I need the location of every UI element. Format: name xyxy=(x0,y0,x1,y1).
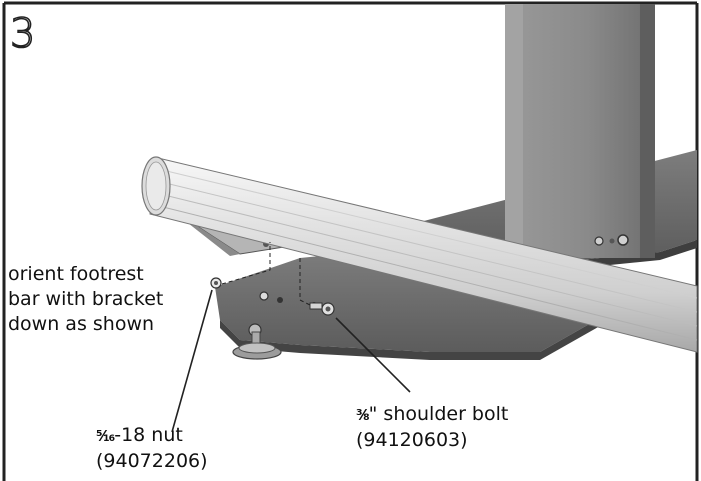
assembly-dashed-lines xyxy=(221,242,311,306)
callout-nut-part-number: (94072206) xyxy=(96,450,208,472)
footrest-bar xyxy=(141,156,698,353)
callout-bolt-part-number: (94120603) xyxy=(356,429,468,451)
nut-size-fraction: ⁵⁄₁₆ xyxy=(96,427,115,445)
callout-shoulder-bolt: ³⁄₈" shoulder bolt (94120603) xyxy=(356,402,508,453)
callout-orient-line3: down as shown xyxy=(8,313,155,335)
leveling-glide xyxy=(232,331,282,360)
hardware-nut xyxy=(210,277,222,289)
step-number: 3 xyxy=(9,11,36,57)
callout-nut: ⁵⁄₁₆-18 nut (94072206) xyxy=(96,423,208,474)
callout-orient-line1: orient footrest xyxy=(8,263,144,285)
hardware-shoulder-bolt xyxy=(309,302,335,316)
callout-bolt-size: ³⁄₈" shoulder bolt xyxy=(356,402,508,428)
desk-column xyxy=(505,4,655,258)
callout-orient-line2: bar with bracket xyxy=(8,288,164,310)
leader-lines xyxy=(171,289,411,433)
nut-size-rest: -18 nut xyxy=(114,424,183,446)
bolt-size-rest: " shoulder bolt xyxy=(368,403,509,425)
bolt-size-fraction: ³⁄₈ xyxy=(356,406,370,424)
callout-nut-size: ⁵⁄₁₆-18 nut xyxy=(96,423,208,449)
callout-orient-footrest: orient footrest bar with bracket down as… xyxy=(8,262,168,337)
